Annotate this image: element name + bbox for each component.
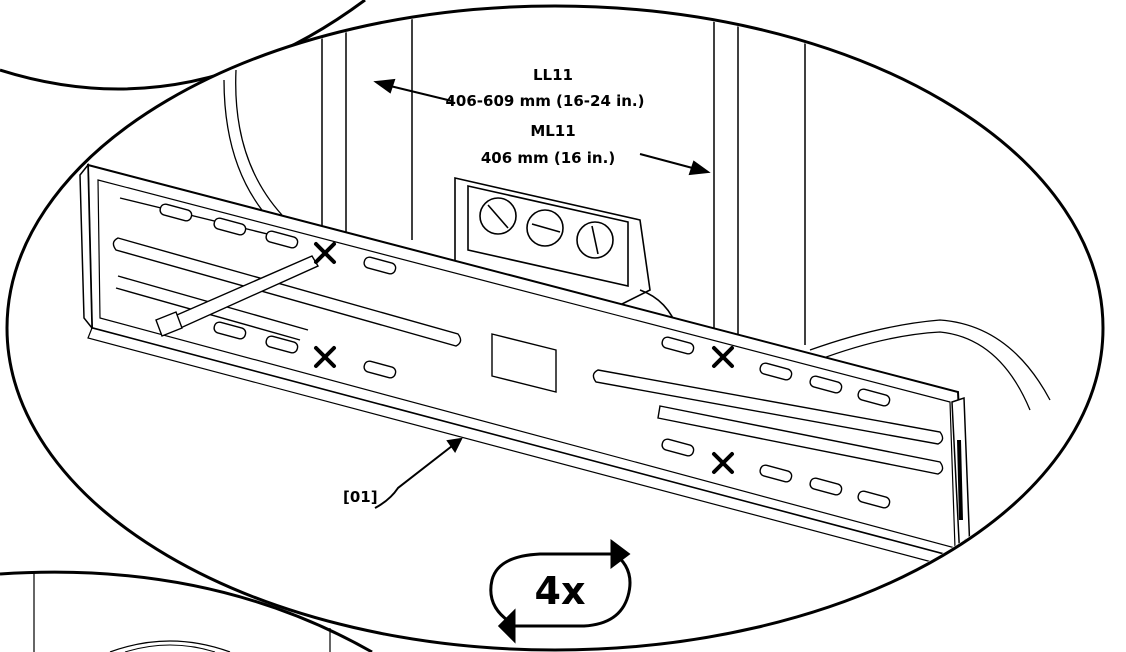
repeat-count-label: 4x xyxy=(535,569,586,613)
ml-model-label: ML11 xyxy=(530,122,575,140)
ml-range-label: 406 mm (16 in.) xyxy=(481,149,615,167)
x-mark-icon xyxy=(314,242,734,474)
plate-center-label xyxy=(491,333,557,393)
repeat-arrows-icon xyxy=(489,539,632,644)
ll-range-label: 406-609 mm (16-24 in.) xyxy=(446,92,645,110)
wall-stud-right xyxy=(713,8,806,345)
next-step-callout xyxy=(0,570,373,652)
part-ref-label: [01] xyxy=(343,488,378,506)
wall-stud-left xyxy=(321,8,413,240)
prev-step-callout xyxy=(0,0,366,91)
bubble-level-tool xyxy=(155,255,320,337)
stud-spacing-arrows xyxy=(373,78,711,176)
ll-model-label: LL11 xyxy=(533,66,573,84)
stud-spacing-labels: LL11 406-609 mm (16-24 in.) ML11 406 mm … xyxy=(446,66,645,172)
part-leader-line xyxy=(374,437,463,509)
